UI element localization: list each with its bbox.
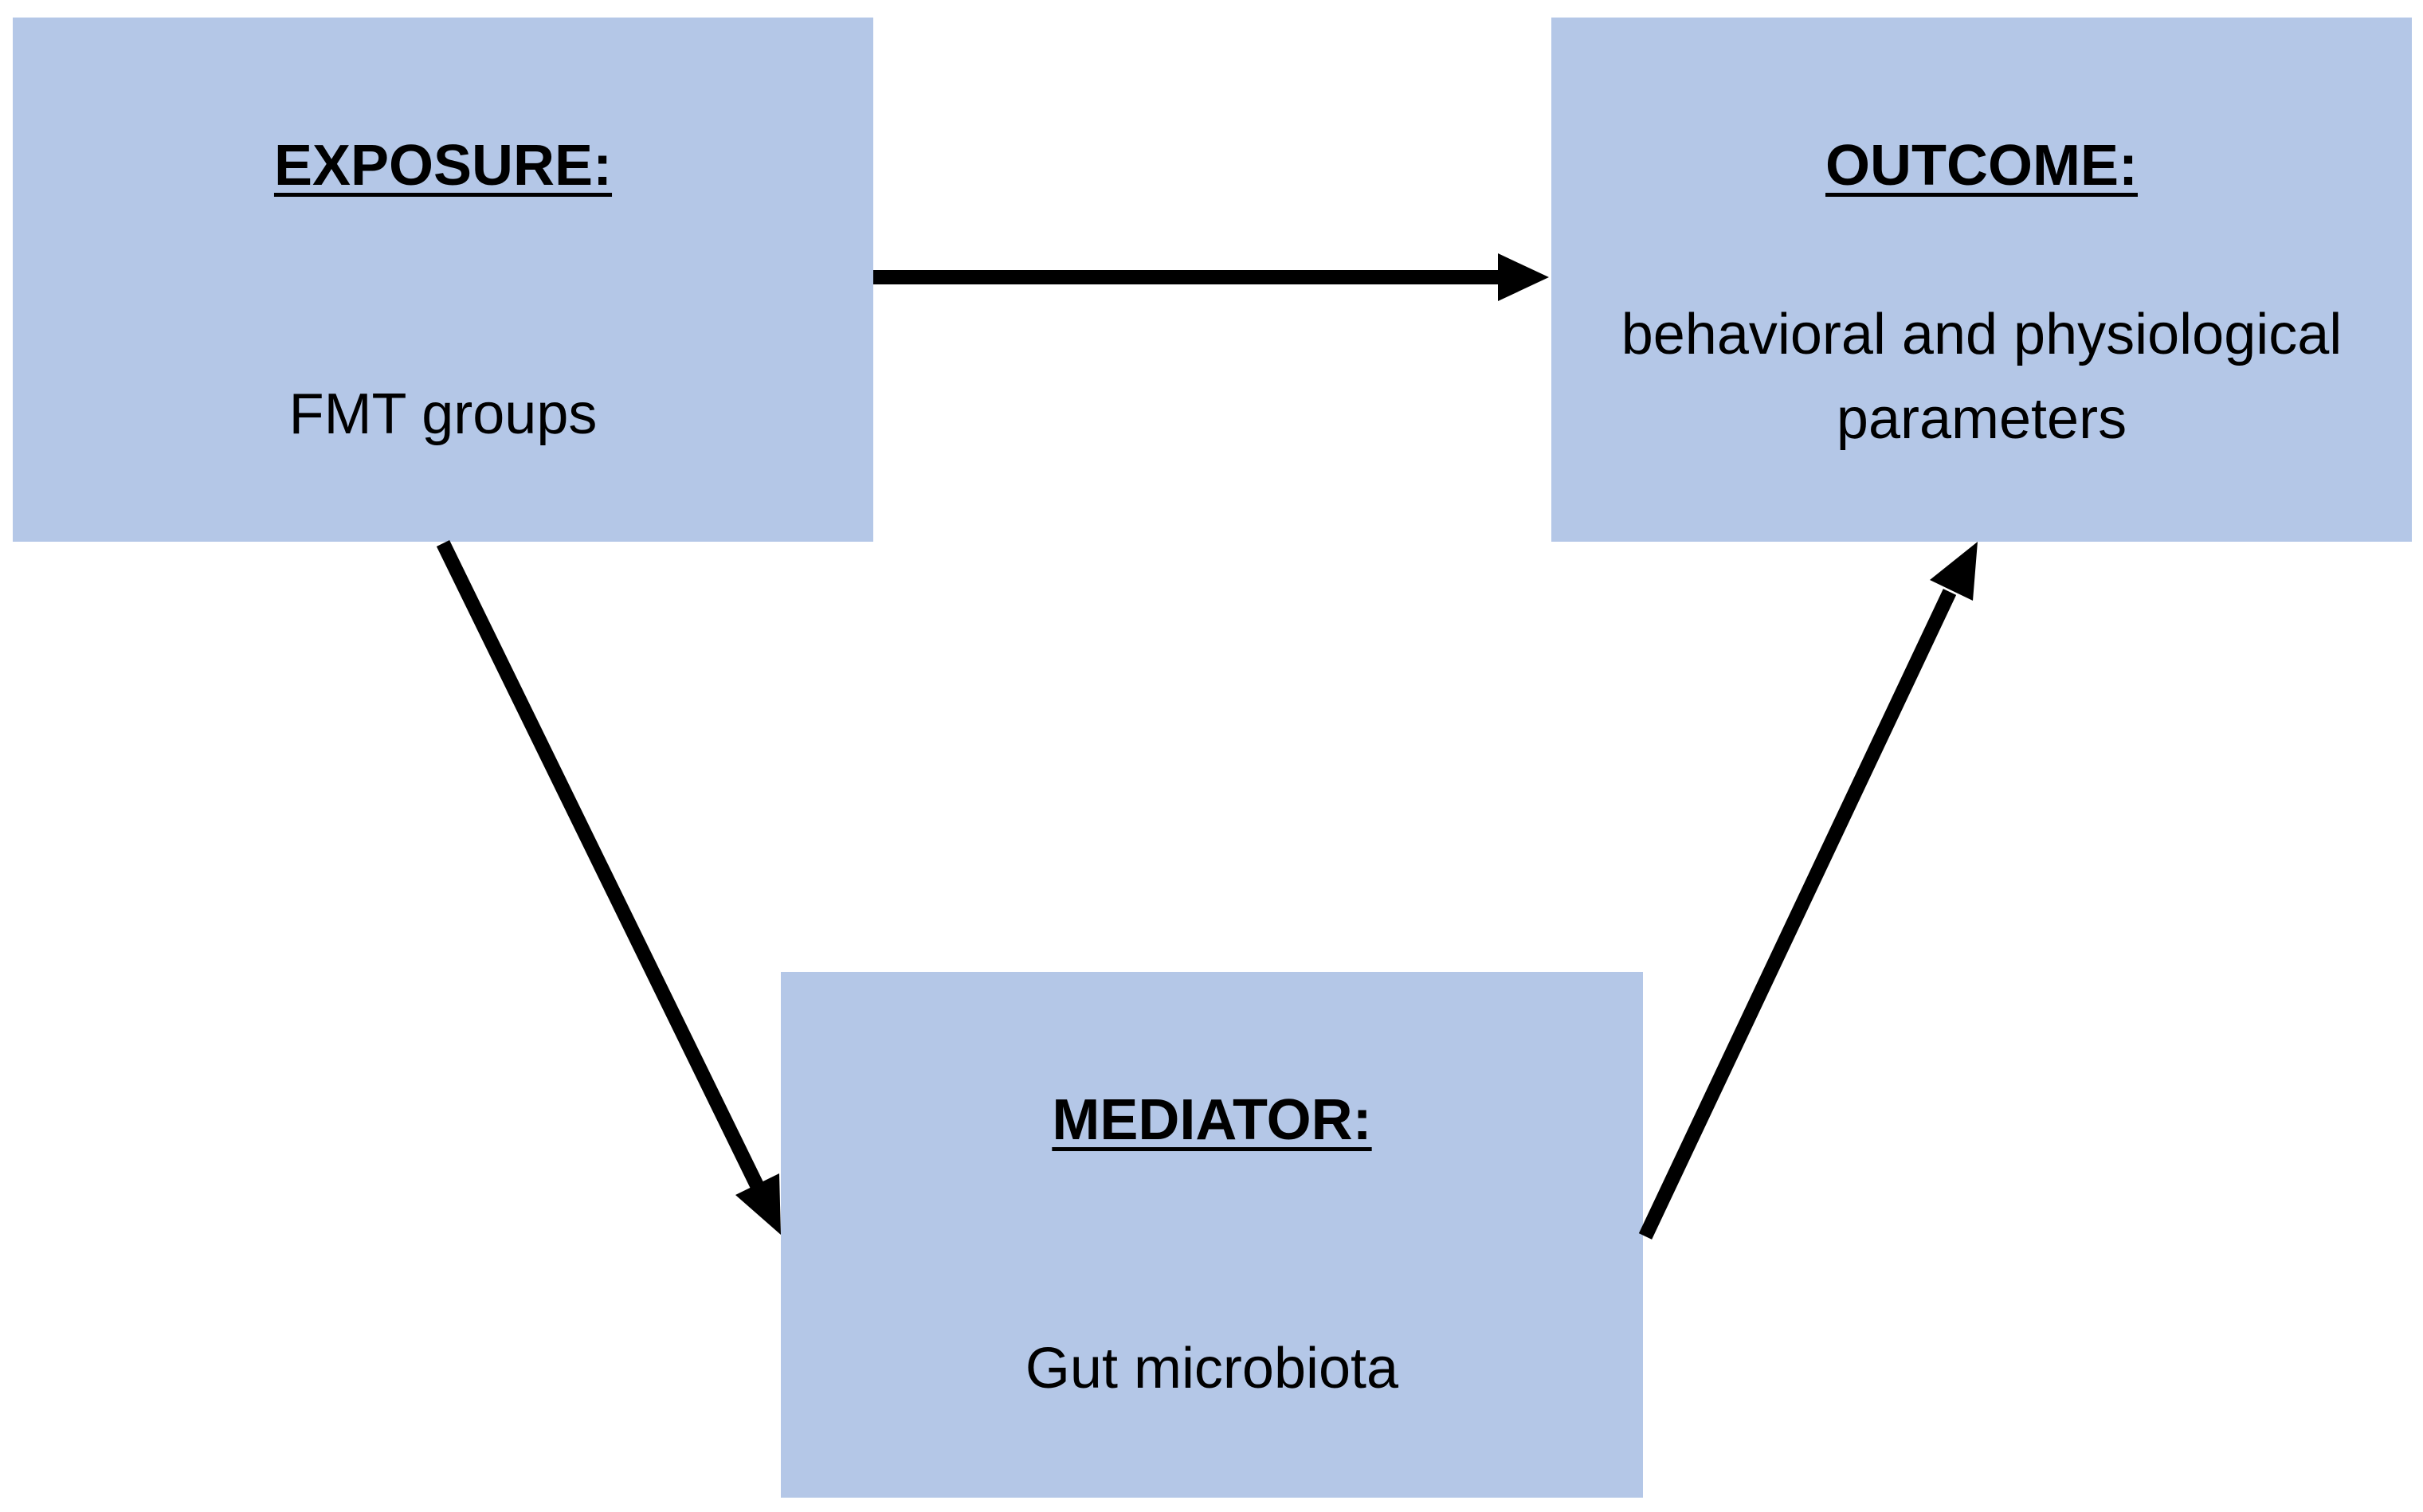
- outcome-box: OUTCOME: behavioral and physiological pa…: [1551, 18, 2412, 542]
- mediator-text: Gut microbiota: [1025, 1337, 1399, 1400]
- arrow-mediator-to-outcome: [1638, 542, 1978, 1240]
- outcome-title: OUTCOME:: [1825, 134, 2138, 198]
- arrow-exposure-to-outcome: [873, 253, 1549, 301]
- mediator-box: MEDIATOR: Gut microbiota: [781, 972, 1643, 1498]
- arrow-exposure-to-mediator: [436, 540, 781, 1235]
- exposure-box: EXPOSURE: FMT groups: [13, 18, 873, 542]
- outcome-text: behavioral and physiological parameters: [1621, 303, 2343, 451]
- exposure-title: EXPOSURE:: [273, 134, 613, 198]
- exposure-text: FMT groups: [288, 382, 598, 446]
- mediator-title: MEDIATOR:: [1052, 1088, 1372, 1152]
